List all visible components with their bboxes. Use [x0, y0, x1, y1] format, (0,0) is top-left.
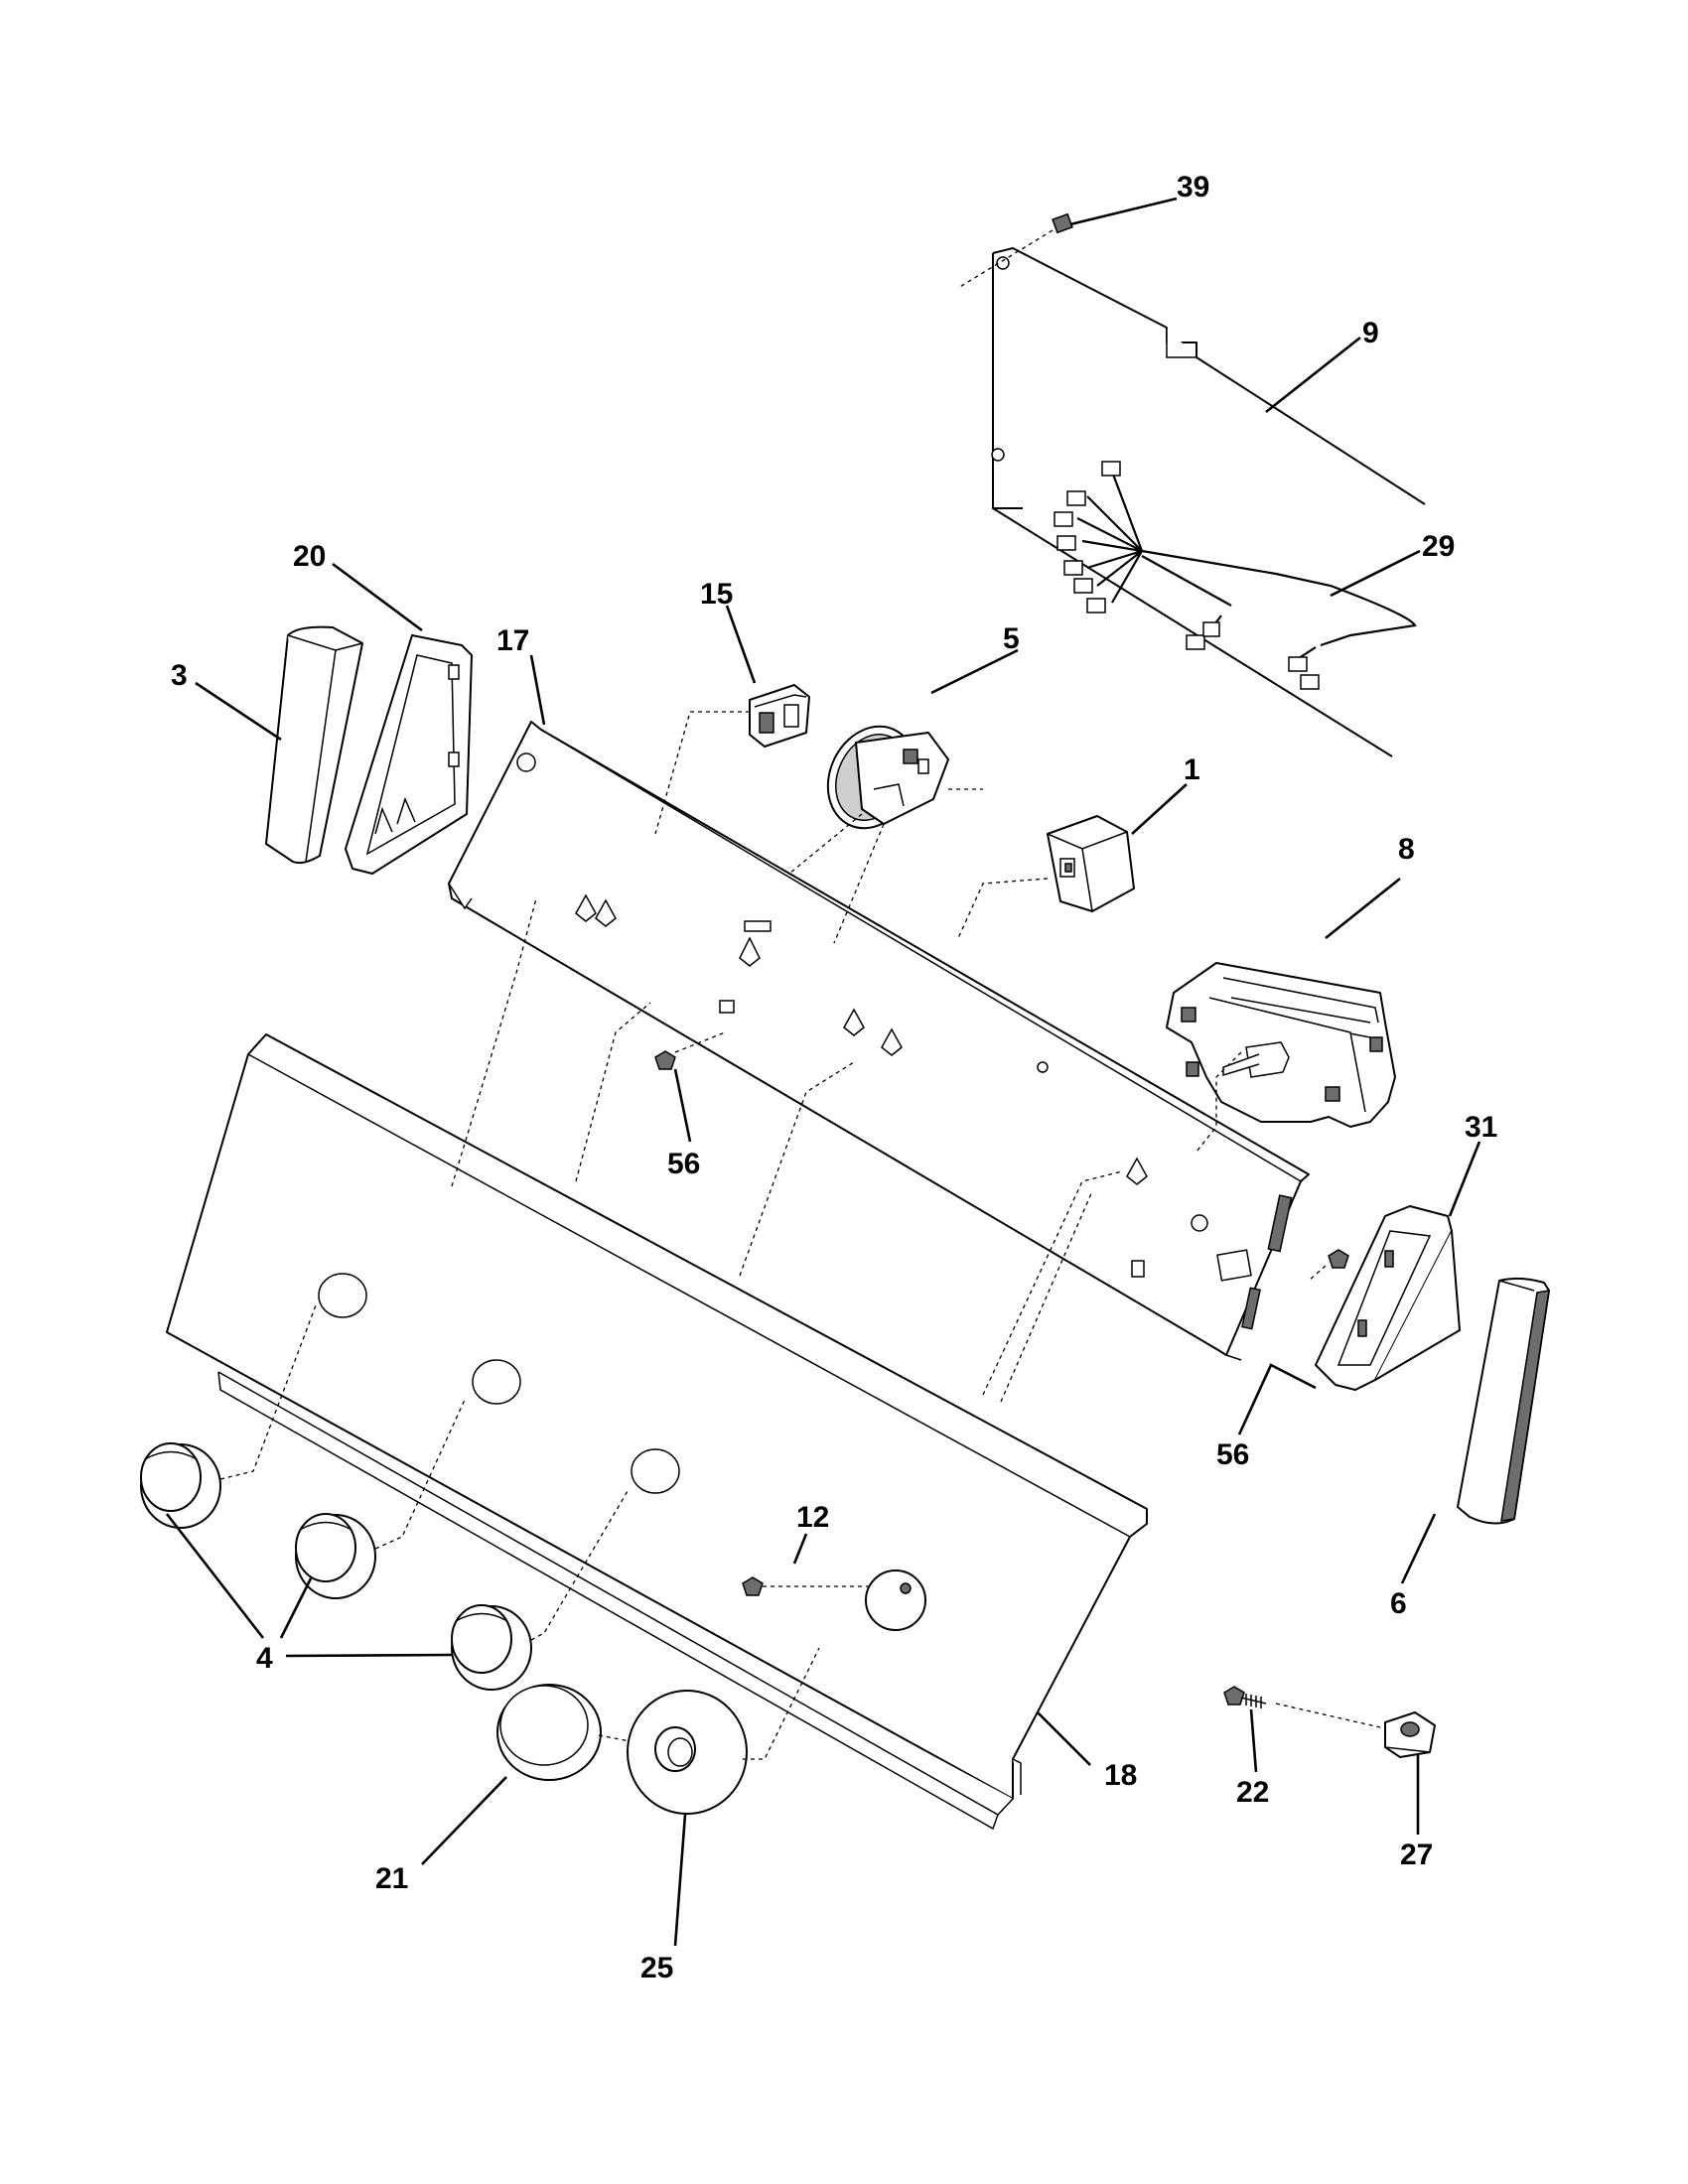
align-line-e	[1000, 1190, 1093, 1403]
callout-18: 18	[1104, 1759, 1137, 1792]
callout-22: 22	[1236, 1776, 1269, 1809]
rear-panel	[991, 247, 1426, 757]
timer-8	[1166, 962, 1396, 1153]
callout-15: 15	[700, 578, 733, 611]
callout-56-b: 56	[1216, 1438, 1249, 1471]
wire-harness	[1054, 461, 1417, 690]
align-line-a	[451, 897, 537, 1187]
callout-17: 17	[496, 624, 529, 657]
bracket-clips	[575, 893, 1148, 1278]
switch-15	[654, 684, 810, 835]
callout-20: 20	[293, 540, 326, 573]
screw-12	[742, 1576, 894, 1596]
callout-4: 4	[256, 1642, 273, 1675]
end-cap-frame-right	[1315, 1205, 1461, 1391]
knob-c	[451, 1604, 532, 1691]
end-cap-left	[265, 625, 363, 865]
align-line-b	[575, 1002, 651, 1182]
knobs-4	[140, 1304, 629, 1691]
switch-1	[957, 815, 1135, 939]
callout-3: 3	[171, 659, 188, 692]
cap-21	[496, 1684, 636, 1781]
callout-21: 21	[375, 1862, 408, 1895]
callout-56-a: 56	[667, 1148, 700, 1180]
callout-labels: 39 9 29 20 3 17 15 5 1 8 56 31 56 6 12 4…	[171, 171, 1497, 1984]
knob-a	[140, 1442, 221, 1529]
callout-1: 1	[1184, 753, 1200, 786]
end-cap-right	[1457, 1277, 1550, 1525]
callout-29: 29	[1422, 530, 1455, 563]
dial-25	[627, 1647, 820, 1815]
align-line-c	[739, 1061, 855, 1277]
callout-25: 25	[640, 1952, 673, 1984]
callout-5: 5	[1003, 622, 1020, 655]
selector-switch-5	[788, 725, 983, 944]
leader-lines	[165, 197, 1481, 1947]
callout-8: 8	[1398, 833, 1415, 866]
callout-9: 9	[1362, 317, 1379, 349]
screw-22	[1223, 1686, 1381, 1728]
screw-39	[957, 212, 1073, 289]
callout-12: 12	[796, 1501, 829, 1534]
clip-27	[1384, 1711, 1436, 1758]
callout-39: 39	[1177, 171, 1209, 204]
harness-connectors	[1054, 461, 1320, 690]
control-panel-bracket	[448, 721, 1310, 1361]
knob-b	[295, 1513, 376, 1599]
callout-27: 27	[1400, 1839, 1433, 1871]
screw-56-b	[1308, 1249, 1349, 1282]
console-hole-12	[865, 1570, 926, 1631]
callout-31: 31	[1465, 1111, 1497, 1144]
screw-56-a	[654, 1031, 726, 1070]
align-line-d	[982, 1170, 1123, 1396]
end-cap-frame-left	[345, 634, 473, 875]
callout-6: 6	[1390, 1587, 1407, 1620]
console-holes	[318, 1273, 680, 1494]
